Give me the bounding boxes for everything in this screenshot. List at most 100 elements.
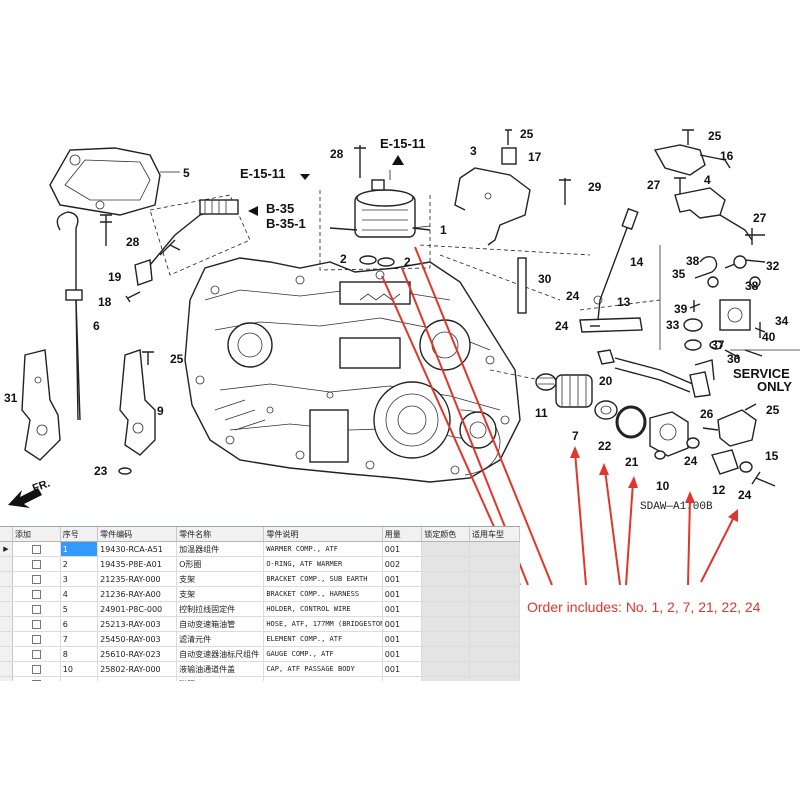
add-checkbox[interactable] (12, 661, 61, 677)
callout: 27 (753, 211, 767, 225)
cell-seq: 7 (60, 631, 99, 647)
callout: 10 (656, 479, 670, 493)
checkbox[interactable] (31, 664, 41, 674)
section-ref-b35: B-35 (266, 201, 294, 216)
cell-vehicle (469, 616, 520, 632)
add-checkbox[interactable] (12, 631, 61, 647)
cell-seq: 10 (60, 661, 99, 677)
callout: 2 (404, 255, 411, 269)
cell-lock-color (421, 556, 471, 572)
row-pointer (0, 556, 13, 572)
cell-part-code: 25610-RAY-023 (97, 646, 178, 662)
callout: 19 (108, 270, 122, 284)
cell-part-name: 支架 (176, 571, 265, 587)
checkbox[interactable] (31, 649, 41, 659)
col-header-add[interactable]: 添加 (12, 527, 61, 542)
cell-part-code: 25450-RAY-003 (97, 631, 178, 647)
add-checkbox[interactable] (12, 676, 61, 681)
checkbox[interactable] (31, 634, 41, 644)
callout: 24 (684, 454, 698, 468)
col-header-part-code[interactable]: 零件编码 (97, 527, 178, 542)
add-checkbox[interactable] (12, 571, 61, 587)
callout: 25 (520, 127, 534, 141)
checkbox[interactable] (31, 589, 41, 599)
cell-qty: 001 (382, 586, 423, 602)
cell-part-code: 25213-RAY-003 (97, 616, 178, 632)
add-checkbox[interactable] (12, 556, 61, 572)
callout: 17 (528, 150, 542, 164)
col-header-lock-color[interactable]: 锁定颜色 (421, 527, 471, 542)
callout: 25 (170, 352, 184, 366)
cell-part-desc: BRACKET COMP., HARNESS (263, 586, 383, 602)
cell-vehicle (469, 631, 520, 647)
checkbox[interactable] (31, 619, 41, 629)
col-header-seq[interactable]: 序号 (60, 527, 99, 542)
cell-qty: 001 (382, 571, 423, 587)
callout: 14 (630, 255, 644, 269)
callout: 22 (598, 439, 612, 453)
row-pointer: ▶ (0, 541, 13, 557)
checkbox[interactable] (31, 574, 41, 584)
cell-vehicle (469, 541, 520, 557)
row-pointer (0, 586, 13, 602)
callout: 24 (738, 488, 752, 502)
callout: 34 (775, 314, 789, 328)
callout: 28 (330, 147, 344, 161)
col-header-qty[interactable]: 用量 (382, 527, 423, 542)
checkbox[interactable] (31, 559, 41, 569)
callout: 39 (674, 302, 688, 316)
cell-part-desc: WARMER COMP., ATF (263, 541, 383, 557)
add-checkbox[interactable] (12, 646, 61, 662)
cell-part-desc: GAUGE COMP., ATF (263, 646, 383, 662)
row-pointer (0, 646, 13, 662)
checkbox[interactable] (31, 679, 41, 681)
cell-seq: 2 (60, 556, 99, 572)
callout: 13 (617, 295, 631, 309)
row-pointer (0, 631, 13, 647)
callout-numbers: 5 28 19 18 6 31 25 9 23 28 25 3 17 29 1 … (4, 127, 789, 502)
callout: 18 (98, 295, 112, 309)
cell-part-code: 19435-P8E-A01 (97, 556, 178, 572)
cell-part-code: 25803-RAY-000 (97, 676, 178, 681)
cell-lock-color (421, 631, 471, 647)
table-row[interactable]: 1125803-RAY-000弹簧SPRING, ATF PASSAGE001 (0, 676, 520, 681)
callout: 4 (704, 173, 711, 187)
cell-seq: 1 (60, 541, 99, 557)
row-pointer (0, 616, 13, 632)
col-header-part-desc[interactable]: 零件说明 (263, 527, 383, 542)
checkbox[interactable] (31, 544, 41, 554)
callout: 28 (126, 235, 140, 249)
cell-part-name: 滤清元件 (176, 631, 265, 647)
callout: 37 (711, 338, 725, 352)
cell-part-code: 21235-RAY-000 (97, 571, 178, 587)
add-checkbox[interactable] (12, 616, 61, 632)
callout: 31 (4, 391, 18, 405)
cell-part-name: O形圈 (176, 556, 265, 572)
checkbox[interactable] (31, 604, 41, 614)
add-checkbox[interactable] (12, 601, 61, 617)
callout: 33 (666, 318, 680, 332)
callout: 40 (762, 330, 776, 344)
cell-lock-color (421, 616, 471, 632)
callout: 21 (625, 455, 639, 469)
col-header-vehicle[interactable]: 适用车型 (469, 527, 520, 542)
cell-qty: 001 (382, 601, 423, 617)
add-checkbox[interactable] (12, 586, 61, 602)
callout: 32 (766, 259, 780, 273)
callout: 26 (700, 407, 714, 421)
add-checkbox[interactable] (12, 541, 61, 557)
cell-qty: 002 (382, 556, 423, 572)
cell-lock-color (421, 601, 471, 617)
cell-part-code: 21236-RAY-A00 (97, 586, 178, 602)
col-header-part-name[interactable]: 零件名称 (176, 527, 265, 542)
cell-vehicle (469, 661, 520, 677)
